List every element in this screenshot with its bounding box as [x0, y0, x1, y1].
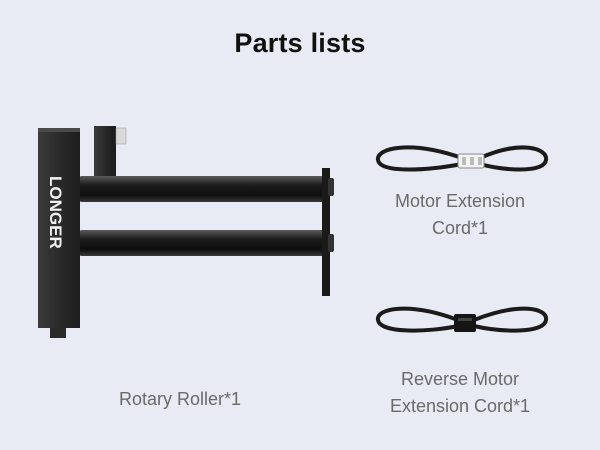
- caption-line: Extension Cord*1: [389, 396, 531, 416]
- rotary-roller-image: LONGER: [38, 126, 334, 338]
- caption-line: Reverse Motor: [400, 369, 520, 389]
- reverse-motor-extension-cord-caption: Reverse Motor Extension Cord*1: [360, 366, 560, 420]
- motor-extension-cord-caption: Motor Extension Cord*1: [370, 188, 550, 242]
- reverse-motor-extension-cord-image: [376, 306, 548, 333]
- motor-extension-cord-image: [376, 145, 548, 172]
- rotary-roller-caption: Rotary Roller*1: [118, 389, 242, 409]
- caption-line: Cord*1: [431, 218, 489, 238]
- caption-line: Motor Extension: [394, 191, 526, 211]
- brand-logo: LONGER: [46, 176, 65, 249]
- page-title: Parts lists: [234, 28, 366, 58]
